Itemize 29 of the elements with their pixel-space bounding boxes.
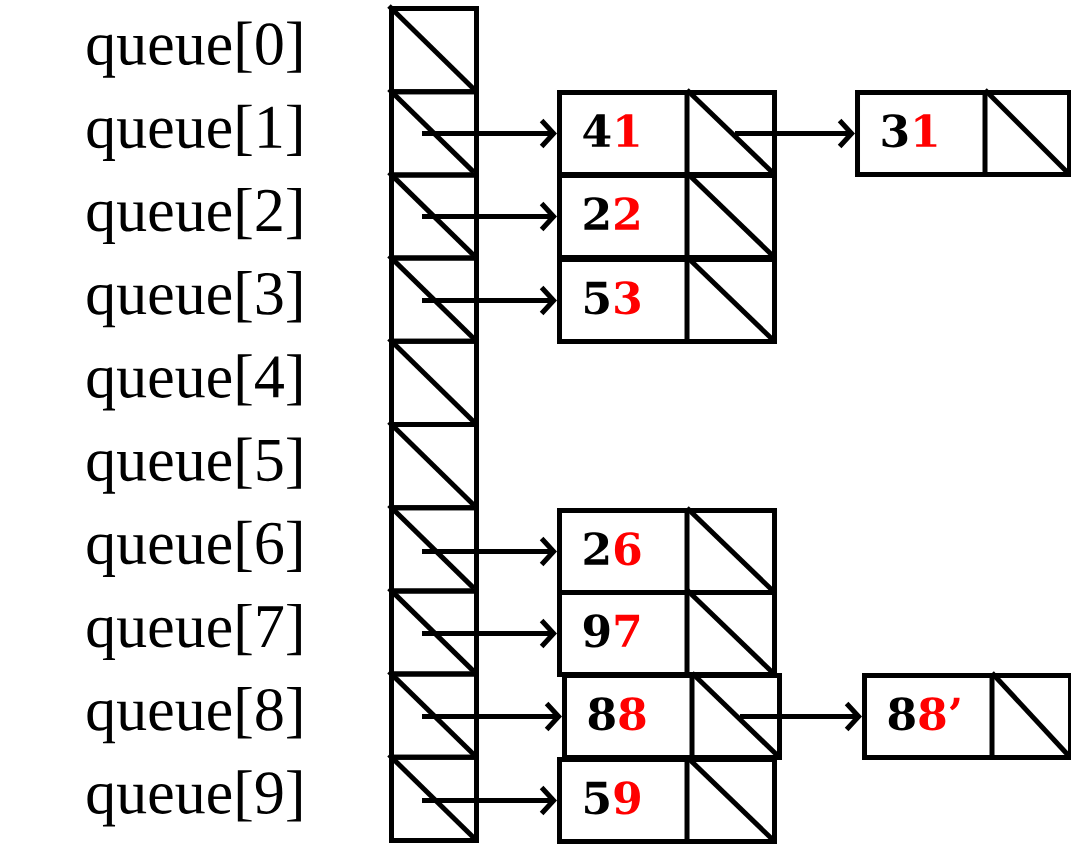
slot-label: queue[9] xyxy=(87,770,301,827)
list-node: 26 xyxy=(557,506,777,595)
arrow xyxy=(422,618,557,649)
list-node: 88’ xyxy=(862,671,1071,760)
list-node: 53 xyxy=(557,255,777,344)
slot-cell xyxy=(387,753,479,843)
arrow xyxy=(740,701,862,732)
slot-label: queue[7] xyxy=(87,603,301,661)
list-node: 4 1 xyxy=(557,88,777,177)
slot-label: queue[3] xyxy=(87,271,301,328)
arrow xyxy=(735,118,855,149)
slot-label: queue[6] xyxy=(87,520,301,577)
list-node: 59 xyxy=(557,755,777,844)
slot-label: queue[5] xyxy=(87,437,301,494)
arrow xyxy=(422,536,557,567)
slot-label: queue[2] xyxy=(87,187,301,245)
arrow xyxy=(422,785,557,816)
arrow xyxy=(422,118,557,149)
arrow xyxy=(422,701,562,732)
list-node: 88 xyxy=(562,671,782,760)
list-node: 3 1 xyxy=(855,88,1071,177)
list-node: 97 xyxy=(557,588,777,677)
slot-label: queue[4] xyxy=(87,354,301,411)
arrow xyxy=(422,285,557,316)
arrow xyxy=(422,201,557,232)
list-node: 22 xyxy=(557,171,777,260)
slot-label: queue[1] xyxy=(87,104,301,161)
slot-label: queue[8] xyxy=(87,687,301,744)
slot-label: queue[0] xyxy=(87,21,301,78)
